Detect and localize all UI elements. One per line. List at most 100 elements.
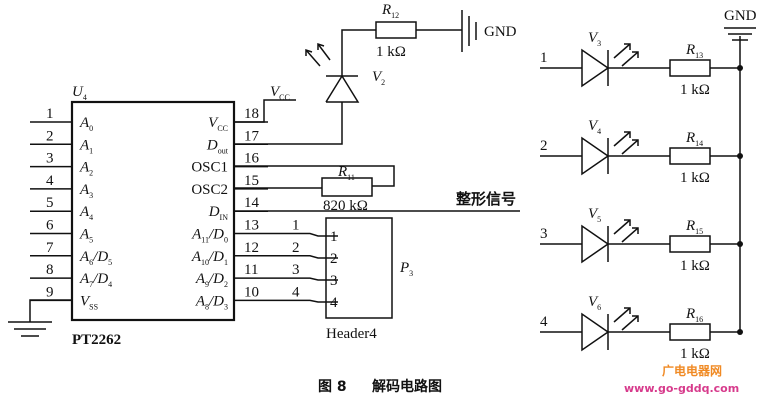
figure-caption: 图 8 解码电路图 [318,378,442,395]
led-resistor-ref: R13 [685,42,703,60]
right-pin-name: DIN [208,204,229,222]
r12-value: 1 kΩ [376,44,406,60]
right-pin-number: 10 [244,284,259,300]
left-pin-number: 9 [46,284,54,300]
led-input-label: 4 [540,314,548,330]
header-wire-label: 2 [292,240,300,256]
watermark: 广电电器网 www.go-gddq.com [624,363,739,395]
right-pin-name: Dout [206,137,229,155]
v2-label: V2 [372,69,385,87]
vcc-label: VCC [270,84,290,102]
right-pin-name: VCC [208,115,228,133]
left-pin-name: A5 [79,227,93,245]
led-diode [581,224,610,264]
led-resistor-value: 1 kΩ [680,170,710,186]
r12-resistor [375,21,417,39]
header-pin-number: 4 [330,295,338,311]
led-gnd-bus: GND [724,8,757,334]
led-resistor [669,323,711,341]
header-ref: P3 [399,260,413,278]
left-pin-number: 7 [46,240,54,256]
led-resistor-value: 1 kΩ [680,258,710,274]
led-resistor-ref: R15 [685,218,703,236]
left-pin-number: 2 [46,128,54,144]
led-resistor [669,235,711,253]
right-pin-number: 12 [244,240,259,256]
led-diode [581,136,610,176]
gnd-right-label: GND [724,8,757,24]
chip-part-number: PT2262 [72,332,121,348]
caption-title: 解码电路图 [372,378,442,395]
header-pin-number: 2 [330,251,338,267]
watermark-site-name: 广电电器网 [662,363,722,378]
din-signal: 整形信号 [234,190,520,212]
right-pin-name: A8/D3 [195,293,228,311]
gnd-label: GND [484,24,517,40]
led-ref: V3 [588,30,601,48]
r11-resistor [321,177,373,197]
header-pin-number: 1 [330,229,338,245]
right-pin-number: 18 [244,106,259,122]
right-pin-name: A10/D1 [191,249,228,267]
vcc-supply: VCC [234,84,296,123]
left-pin-number: 4 [46,173,54,189]
right-pin-name: A11/D0 [191,227,228,245]
led-resistor [669,147,711,165]
led-resistor-ref: R14 [685,130,703,148]
right-pin-number: 15 [244,173,259,189]
header4-connector: P3 Header4 1 1 2 2 3 3 4 4 [268,217,413,342]
led-input-label: 2 [540,138,548,154]
left-pin-number: 5 [46,195,54,211]
left-pin-name: A4 [79,204,93,222]
transmit-led-branch: V2 R12 1 kΩ GND [234,2,517,145]
left-pin-name: A7/D4 [79,271,112,289]
caption-figure-number: 图 8 [318,379,347,395]
right-pin-name: OSC2 [191,182,228,198]
left-pin-name: A1 [79,137,93,155]
left-pin-number: 8 [46,262,54,278]
header-wire-label: 3 [292,262,300,278]
right-pin-number: 16 [244,151,260,167]
chip-ref: U4 [72,84,87,102]
header-pins: 1 1 2 2 3 3 4 4 [268,218,338,311]
led-ref: V5 [588,206,601,224]
vss-ground-symbol [8,299,72,337]
left-pin-name: A3 [79,182,93,200]
shaped-signal-label: 整形信号 [456,190,516,208]
right-pin-number: 11 [244,262,258,278]
left-pin-number: 3 [46,151,54,167]
led-diode [581,48,610,88]
r11-value: 820 kΩ [323,198,368,214]
header-body [325,217,393,319]
left-pin-name: A2 [79,160,93,178]
oscillator-resistor: R11 820 kΩ [234,164,395,214]
led-input-label: 3 [540,226,548,242]
led-resistor [669,59,711,77]
led-ref: V6 [588,294,601,312]
watermark-url: www.go-gddq.com [624,382,739,395]
header-part: Header4 [326,326,377,342]
left-pin-name: A0 [79,115,93,133]
header-wire-label: 1 [292,218,300,234]
right-pin-number: 17 [244,128,260,144]
left-pin-name: VSS [80,293,98,311]
right-pin-name: OSC1 [191,160,228,176]
r11-ref: R11 [337,164,355,182]
led-resistor-value: 1 kΩ [680,346,710,362]
header-wire-label: 4 [292,284,300,300]
left-pin-number: 6 [46,218,54,234]
right-pin-name: A9/D2 [195,271,228,289]
led-ref: V4 [588,118,601,136]
header-pin-number: 3 [330,273,338,289]
right-pin-number: 13 [244,218,259,234]
led-resistor-ref: R16 [685,306,703,324]
left-pin-number: 1 [46,106,54,122]
